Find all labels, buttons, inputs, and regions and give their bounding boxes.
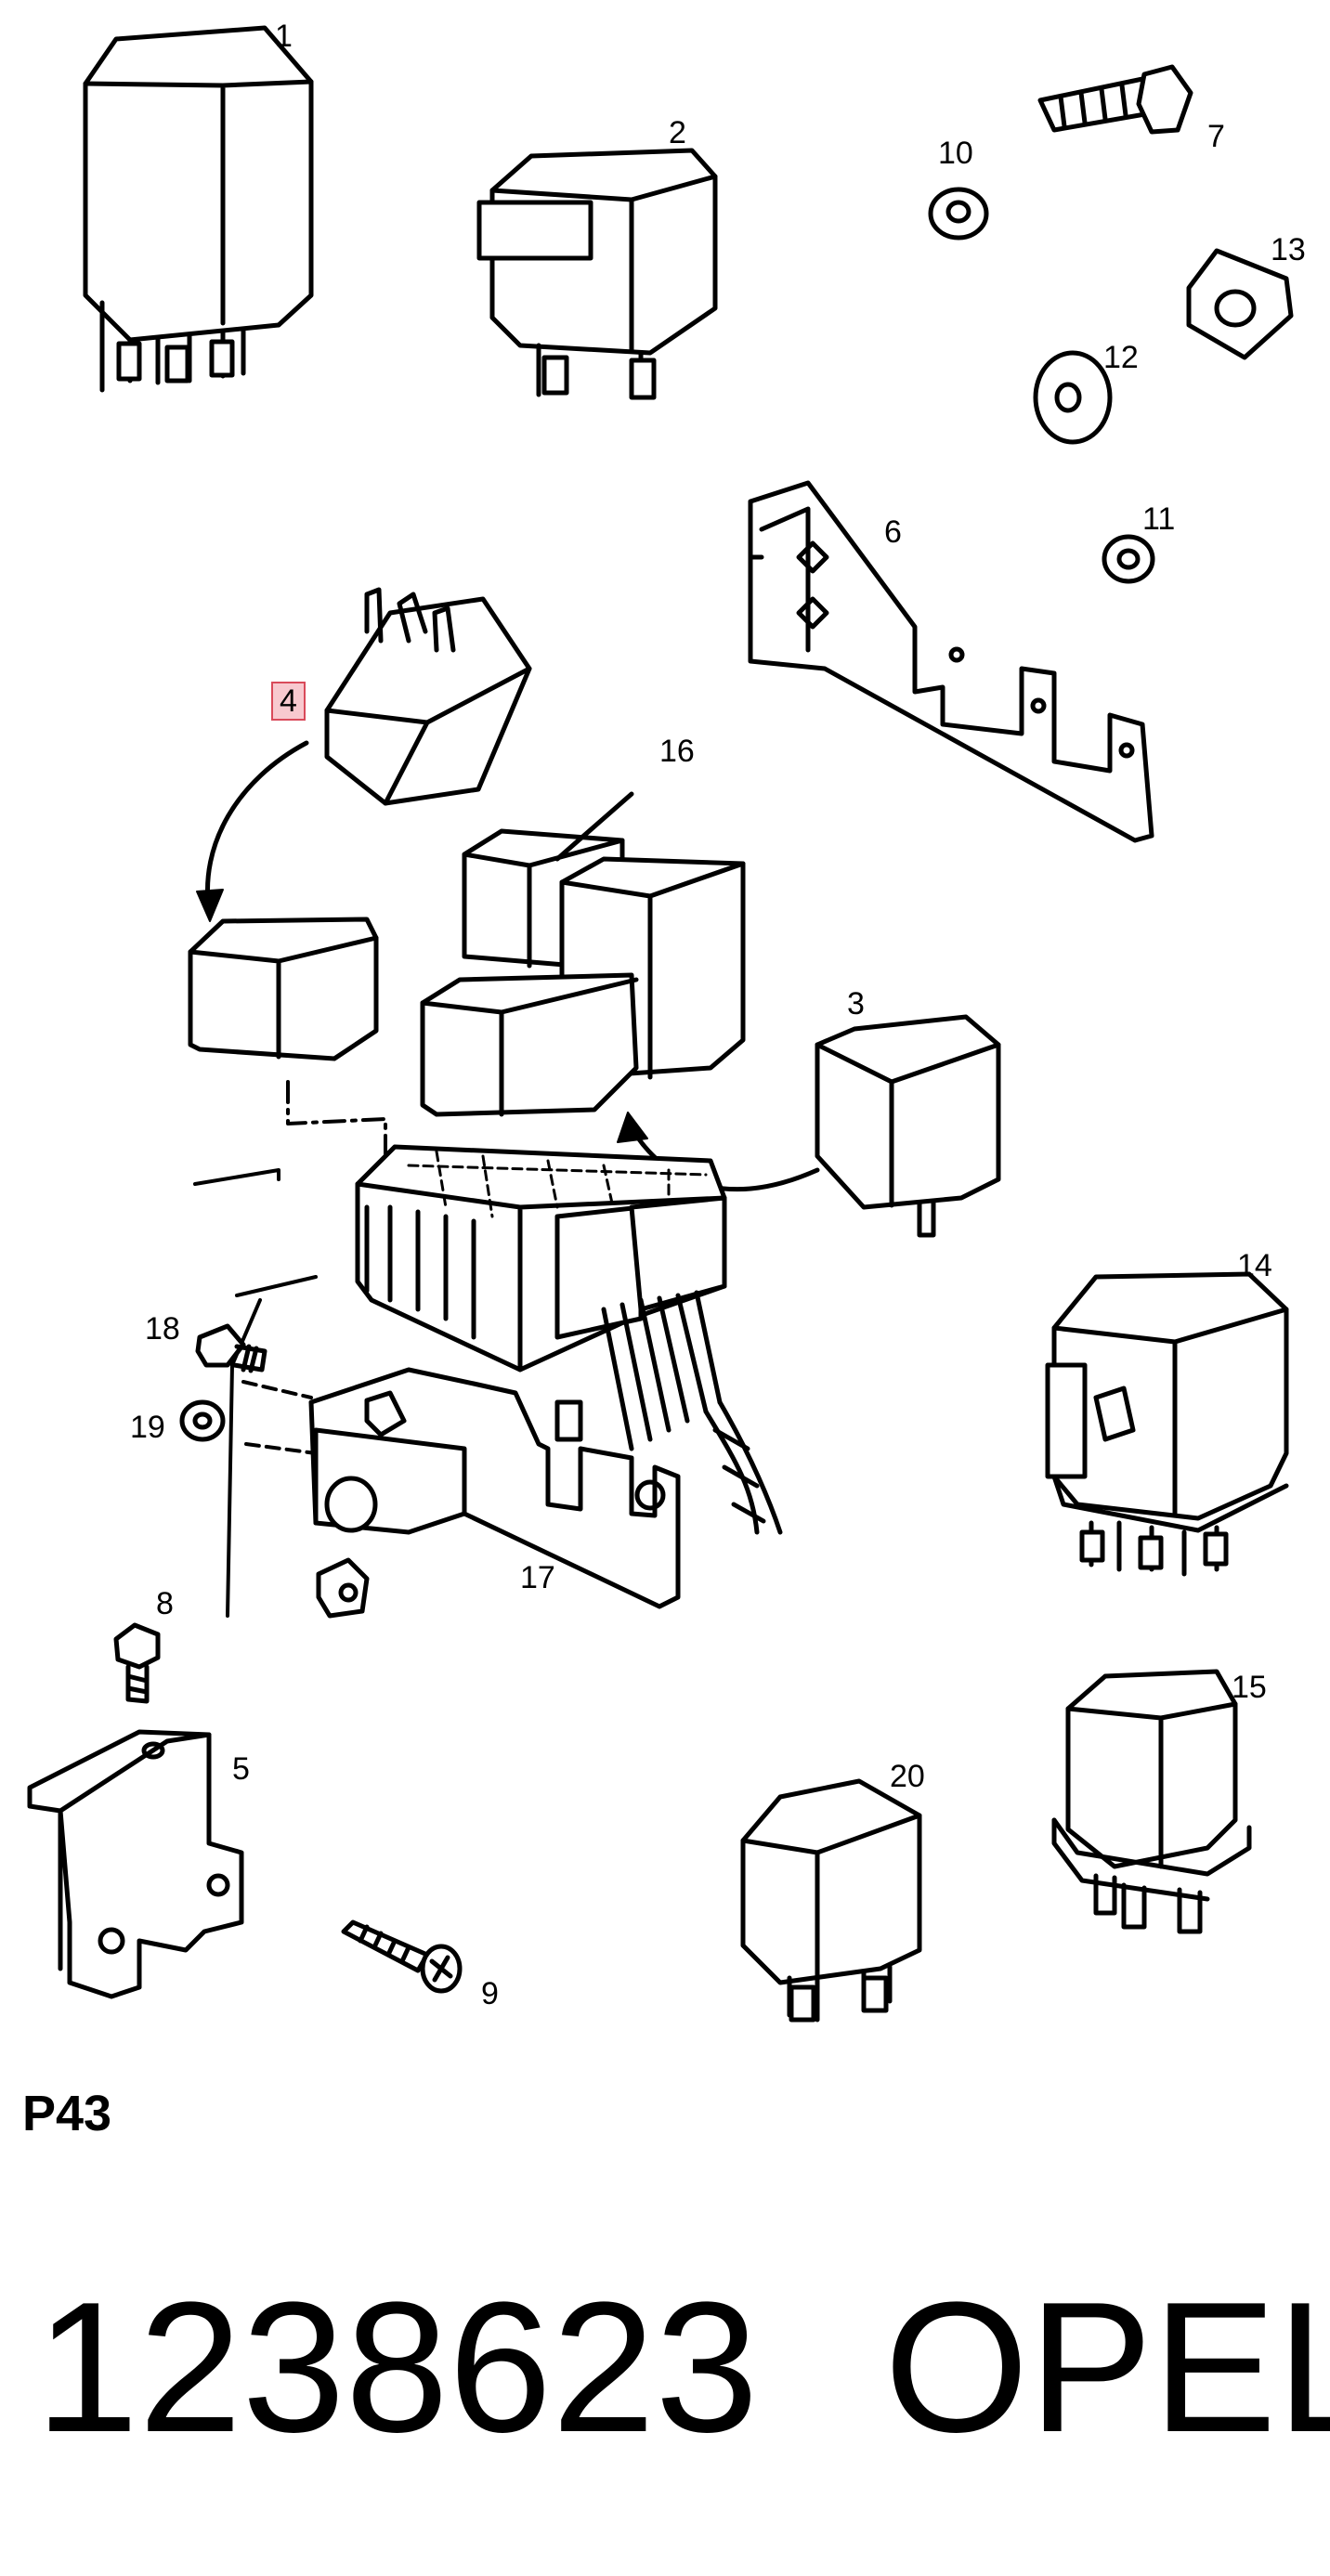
brand-name: OPEL xyxy=(884,2264,1330,2471)
square-nut-part-13 xyxy=(1186,248,1294,360)
mounting-rail-part-6 xyxy=(748,480,1154,843)
nut-part-19 xyxy=(179,1399,226,1442)
callout-10: 10 xyxy=(938,136,973,171)
part-number: 1238623 xyxy=(35,2264,759,2471)
callout-8: 8 xyxy=(156,1586,174,1621)
callout-2: 2 xyxy=(669,115,686,150)
relay-in-fusebox-left xyxy=(188,917,379,1061)
callout-7: 7 xyxy=(1207,119,1225,154)
relay-part-3 xyxy=(815,1014,1001,1238)
callout-20: 20 xyxy=(890,1759,925,1794)
callout-11: 11 xyxy=(1142,501,1176,537)
relay-part-14 xyxy=(1045,1271,1289,1577)
arrow-part-4-to-fusebox xyxy=(205,740,309,913)
bolt-part-7 xyxy=(1037,64,1193,135)
bracket-part-17 xyxy=(308,1367,681,1609)
callout-15: 15 xyxy=(1232,1670,1267,1705)
callout-19: 19 xyxy=(130,1410,165,1445)
callout-4-highlighted[interactable]: 4 xyxy=(271,682,306,721)
wiring-harness xyxy=(601,1290,783,1535)
relay-part-1 xyxy=(83,25,314,393)
relay-group-part-16 xyxy=(420,791,746,1117)
relay-part-20 xyxy=(740,1778,922,2023)
screw-part-18 xyxy=(195,1323,267,1373)
callout-17: 17 xyxy=(520,1560,555,1595)
relay-part-2 xyxy=(476,148,718,400)
relay-part-15 xyxy=(1051,1669,1252,1934)
washer-part-12 xyxy=(1033,350,1113,445)
callout-5: 5 xyxy=(232,1751,250,1787)
callout-6: 6 xyxy=(884,514,902,550)
callout-12: 12 xyxy=(1103,340,1139,375)
clip-nut xyxy=(316,1557,370,1619)
lock-washer-part-11 xyxy=(1102,534,1155,584)
callout-18: 18 xyxy=(145,1311,180,1347)
callout-3: 3 xyxy=(847,986,865,1021)
bracket-part-5 xyxy=(27,1729,244,1999)
callout-16: 16 xyxy=(659,734,695,769)
bolt-part-8 xyxy=(113,1622,161,1704)
callout-1: 1 xyxy=(275,19,293,54)
washer-part-10 xyxy=(928,187,989,241)
callout-9: 9 xyxy=(481,1976,499,2011)
callout-14: 14 xyxy=(1237,1248,1272,1283)
screw-part-9 xyxy=(341,1919,463,1994)
diagram-code: P43 xyxy=(22,2086,112,2141)
relay-part-4 xyxy=(324,587,532,806)
callout-13: 13 xyxy=(1271,232,1306,267)
